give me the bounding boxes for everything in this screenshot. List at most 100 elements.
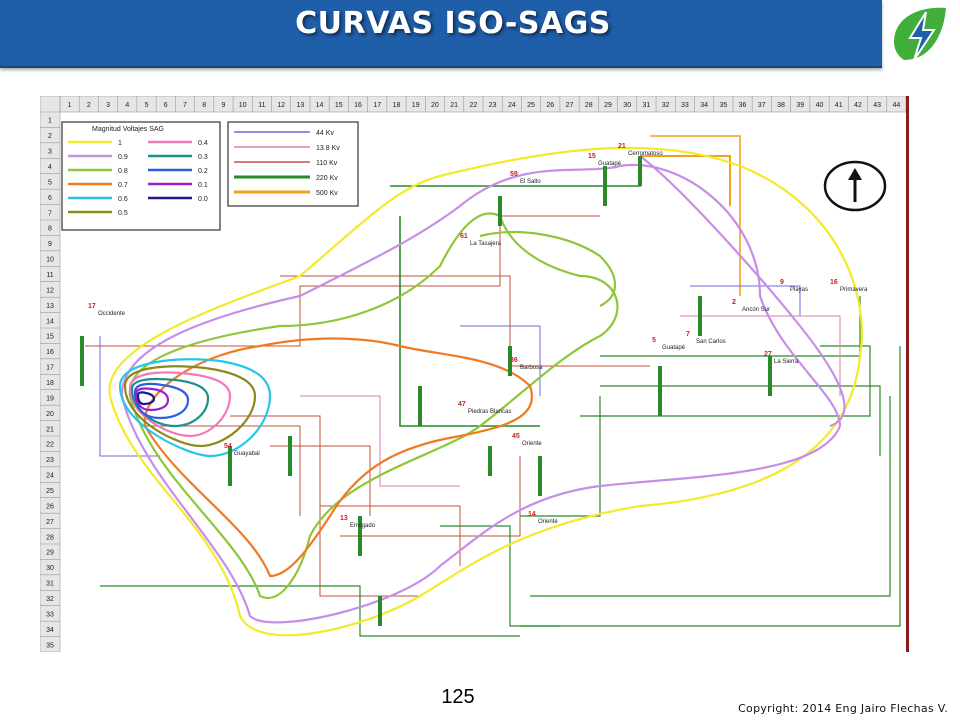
row-header-label: 6 [48,195,52,202]
column-header-label: 42 [854,102,862,109]
column-header-label: 6 [164,102,168,109]
kv-legend-label: 220 Kv [316,175,338,182]
column-header-label: 36 [739,102,747,109]
column-header-label: 29 [604,102,612,109]
node-name: El Salto [520,179,541,185]
row-header-label: 8 [48,226,52,233]
kv-legend: 44 Kv 13.8 Kv 110 Kv 220 Kv 500 Kv [227,121,359,207]
column-header-label: 32 [662,102,670,109]
node-name: Occidente [98,311,126,317]
row-header-label: 4 [48,164,52,171]
contour-05 [123,365,257,448]
column-header-label: 30 [623,102,631,109]
contour-00 [136,391,156,406]
column-header-label: 28 [585,102,593,109]
node-number: 9 [780,279,784,286]
row-header-label: 11 [46,272,53,279]
column-header-label: 35 [719,102,727,109]
kv-legend-label: 500 Kv [316,190,338,197]
column-header-label: 4 [125,102,129,109]
column-header-label: 12 [277,102,285,109]
sag-legend: Magnitud Voltajes SAG 10.90.80.70.60.50.… [61,121,221,231]
row-header-label: 28 [46,534,54,541]
node-name: La Sierra [774,359,799,365]
node-name: Guayabal [234,451,260,457]
node-name: Ancón Sur [742,307,770,313]
node-name: Guatapé [598,161,622,167]
column-header-label: 38 [777,102,785,109]
row-header-label: 13 [46,303,54,310]
node-number: 27 [764,351,772,358]
row-header-label: 31 [46,581,54,588]
sag-legend-label: 0.2 [198,168,208,175]
row-header-label: 5 [48,179,52,186]
contour-02 [133,382,190,420]
kv-legend-label: 110 Kv [316,160,338,167]
sag-legend-label: 0.3 [198,154,208,161]
column-header-label: 24 [508,102,516,109]
column-header-label: 2 [87,102,91,109]
sag-legend-label: 0.4 [198,140,208,147]
node-name: Cerromatoso [628,151,663,157]
contour-0.9-east [639,155,846,428]
node-number: 15 [588,153,596,160]
row-header-label: 12 [46,287,54,294]
column-header-label: 44 [892,102,900,109]
column-header-label: 1 [68,102,72,109]
node-number: 47 [458,401,466,408]
node-number: 13 [340,515,348,522]
column-header-label: 26 [546,102,554,109]
column-header-label: 5 [145,102,149,109]
row-header-label: 15 [46,334,54,341]
row-header-label: 19 [46,395,54,402]
busbars [80,156,772,626]
title-bar [0,0,882,68]
node-name: Primavera [840,287,868,293]
node-name: San Carlos [696,339,726,345]
row-header-label: 26 [46,503,54,510]
sag-legend-label: 0.6 [118,196,128,203]
column-header-label: 31 [643,102,651,109]
node-name: Guatapé [662,345,686,351]
row-header-label: 9 [48,241,52,248]
slide-title: CURVAS ISO-SAGS [295,6,611,41]
node-name: Barbosa [520,365,543,371]
node-number: 5 [652,337,656,344]
page-number: 125 [441,686,475,708]
node-number: 45 [512,433,520,440]
column-header-label: 25 [527,102,535,109]
column-header-label: 39 [796,102,804,109]
contour-08 [128,212,619,599]
column-header-label: 34 [700,102,708,109]
row-header-label: 35 [46,642,54,649]
contour-1 [108,146,863,637]
column-header-label: 22 [469,102,477,109]
column-header-label: 19 [412,102,420,109]
row-header-label: 10 [46,257,54,264]
sag-legend-label: 0.1 [198,182,208,189]
node-number: 7 [686,331,690,338]
row-header-label: 34 [46,627,54,634]
row-header-label: 3 [48,149,52,156]
sag-legend-label: 1 [118,140,122,147]
sag-legend-label: 0.7 [118,182,128,189]
sag-legend-title: Magnitud Voltajes SAG [92,126,164,133]
row-header-label: 23 [46,457,54,464]
row-header-label: 24 [46,473,54,480]
copyright-notice: Copyright: 2014 Eng Jairo Flechas V. [738,702,948,715]
sag-legend-label: 0.5 [118,210,128,217]
node-number: 21 [618,143,626,150]
logo-bolt [908,11,936,61]
row-header-label: 14 [46,318,54,325]
row-header-label: 7 [48,210,52,217]
node-number: 17 [88,303,96,310]
kv-legend-label: 44 Kv [316,130,334,137]
kv-legend-label: 13.8 Kv [316,145,340,152]
node-name: Envigado [350,523,376,529]
node-name: La Tasajera [470,241,502,247]
row-header-label: 22 [46,442,54,449]
row-header-label: 33 [46,611,54,618]
node-number: 54 [224,443,232,450]
